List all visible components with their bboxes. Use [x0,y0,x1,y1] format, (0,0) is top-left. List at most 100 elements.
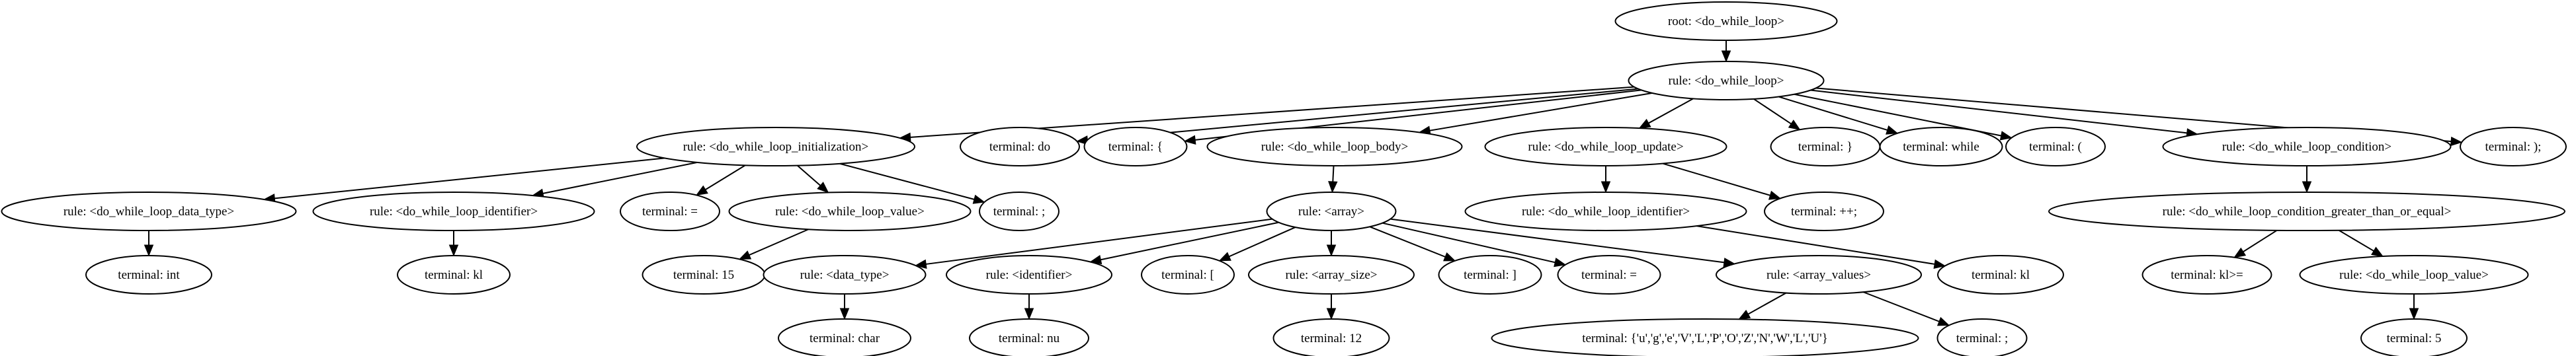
arrowhead-n30-n37 [1738,310,1751,320]
node-ellipse [1248,255,1415,295]
edge-n17-n26 [1229,227,1296,258]
edge-n1-n3 [1087,88,1638,141]
node-ellipse [960,127,1080,166]
node-ellipse [1083,127,1188,166]
node-label: terminal: ; [993,205,1046,219]
arrowhead-n25-n35 [1024,308,1034,320]
tree-node-n13: rule: <do_while_loop_identifier> [312,192,595,231]
tree-node-n15: rule: <do_while_loop_value> [728,192,972,231]
node-label: terminal: ); [2485,140,2542,154]
node-ellipse [312,192,595,231]
arrowhead-n2-n16 [972,194,985,204]
tree-node-n8: terminal: while [1879,127,2003,166]
node-label: rule: <do_while_loop_value> [2339,268,2489,282]
node-label: root: <do_while_loop> [1668,15,1784,28]
node-label: terminal: [ [1161,268,1214,282]
node-label: rule: <do_while_loop_update> [1528,140,1683,154]
arrowhead-n1-n4 [1183,135,1196,145]
node-ellipse [979,192,1059,231]
node-label: terminal: kl [425,268,483,282]
arrowhead-n2-n15 [817,182,829,194]
arrowhead-n30-n38 [1936,316,1950,326]
node-label: rule: <do_while_loop_value> [775,205,925,219]
edge-n2-n13 [542,161,698,194]
node-label: rule: <do_while_loop_identifier> [1522,205,1690,219]
edge-n2-n15 [797,164,821,186]
edge-n2-n16 [839,162,975,200]
arrowhead-n20-n32 [2233,247,2247,258]
node-label: rule: <array_size> [1285,268,1377,282]
tree-node-n16: terminal: ; [979,192,1059,231]
node-label: terminal: do [989,140,1050,154]
arrowhead-n17-n28 [1443,252,1456,262]
node-ellipse [1614,1,1838,41]
arrowhead-n13-n22 [448,244,459,257]
edge-n1-n7 [1753,98,1792,125]
node-label: terminal: int [118,268,180,282]
node-ellipse [1141,255,1235,295]
arrowhead-n18-n31 [1933,259,1946,269]
edge-n2-n14 [705,164,746,190]
tree-node-n27: rule: <array_size> [1248,255,1415,295]
node-ellipse [1764,192,1884,231]
arrowhead-n1-n6 [1638,118,1651,129]
tree-node-n36: terminal: 12 [1272,318,1390,356]
node-label: rule: <do_while_loop_identifier> [370,205,538,219]
node-ellipse [2460,127,2567,166]
tree-node-n33: rule: <do_while_loop_value> [2299,255,2529,295]
tree-node-n32: terminal: kl>= [2141,255,2272,295]
edge-n17-n25 [1101,221,1279,261]
tree-node-n17: rule: <array> [1266,192,1397,231]
node-ellipse [2048,192,2565,231]
node-label: terminal: while [1903,140,1979,154]
node-ellipse [2360,318,2468,356]
node-ellipse [1484,127,1727,166]
node-ellipse [1557,255,1661,295]
arrowhead-n17-n24 [914,259,927,269]
tree-node-n5: rule: <do_while_loop_body> [1206,127,1463,166]
node-ellipse [636,127,915,166]
node-ellipse [1879,127,2003,166]
arrowhead-n12-n21 [144,244,154,257]
node-ellipse [85,255,212,295]
tree-node-n26: terminal: [ [1141,255,1235,295]
edges-layer [144,40,2463,326]
tree-node-n14: terminal: = [620,192,720,231]
tree-node-n29: terminal: = [1557,255,1661,295]
tree-node-n0: root: <do_while_loop> [1614,1,1838,41]
node-label: rule: <do_while_loop_body> [1261,140,1409,154]
arrowhead-n0-n1 [1721,50,1731,63]
node-label: rule: <do_while_loop> [1669,74,1784,88]
node-ellipse [778,318,911,356]
edge-n1-n10 [1810,89,2187,134]
node-label: terminal: = [642,205,698,219]
arrowhead-n17-n29 [1554,258,1567,267]
tree-node-n11: terminal: ); [2460,127,2567,166]
node-ellipse [2005,127,2106,166]
arrowhead-n1-n11 [2450,136,2463,147]
edge-n15-n23 [749,229,809,256]
edge-n17-n24 [926,218,1272,265]
node-label: terminal: ] [1464,268,1517,282]
tree-node-n38: terminal: ; [1936,318,2028,356]
tree-node-n23: terminal: 15 [642,255,766,295]
node-label: terminal: ( [2029,140,2082,154]
tree-node-n3: terminal: do [960,127,1080,166]
edge-n6-n19 [1662,162,1770,196]
arrowhead-n5-n17 [1328,181,1338,194]
node-ellipse [620,192,720,231]
node-label: terminal: 5 [2387,332,2442,345]
tree-node-n20: rule: <do_while_loop_condition_greater_t… [2048,192,2565,231]
node-label: terminal: { [1108,140,1163,154]
node-ellipse [1716,255,1922,295]
node-ellipse [1464,192,1747,231]
node-ellipse [1628,61,1825,100]
tree-node-n10: rule: <do_while_loop_condition> [2162,127,2452,166]
tree-node-n25: rule: <identifier> [946,255,1112,295]
node-ellipse [1266,192,1397,231]
tree-node-n2: rule: <do_while_loop_initialization> [636,127,915,166]
node-label: rule: <array_values> [1766,268,1871,282]
node-label: terminal: {'u','g','e','V','L','P','O','… [1582,332,1828,345]
node-ellipse [397,255,511,295]
